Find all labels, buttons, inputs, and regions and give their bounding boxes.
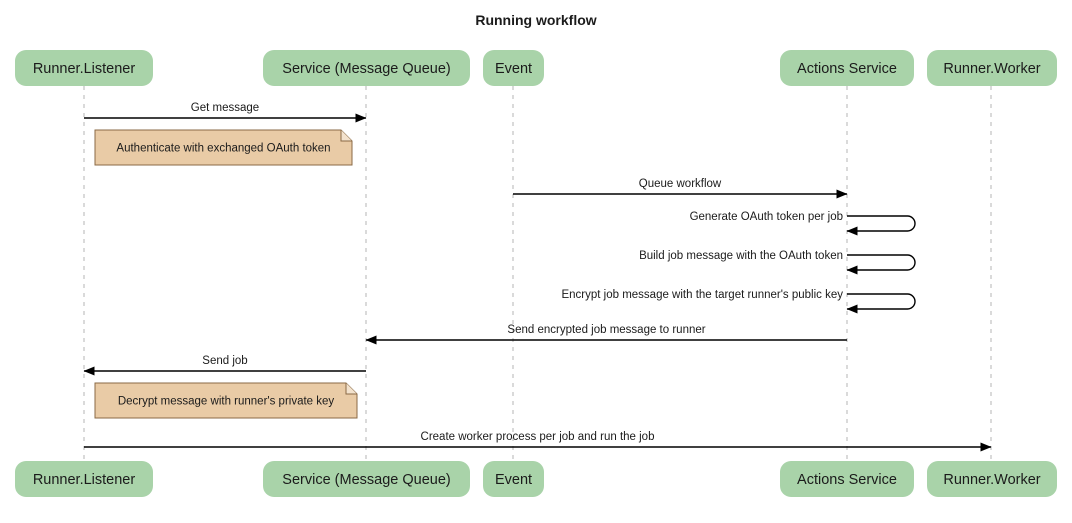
participant-label: Runner.Worker	[943, 472, 1040, 488]
participant-event-bottom[interactable]: Event	[483, 461, 544, 497]
message-label: Send encrypted job message to runner	[507, 324, 705, 336]
self-loop-path	[846, 293, 916, 314]
message-label: Get message	[191, 102, 259, 114]
message-label: Build job message with the OAuth token	[639, 250, 843, 262]
participant-box	[263, 461, 470, 497]
participant-runner-listener-bottom[interactable]: Runner.Listener	[15, 461, 153, 497]
message-create-worker-process[interactable]: Create worker process per job and run th…	[84, 431, 992, 452]
participant-runner-worker-bottom[interactable]: Runner.Worker	[927, 461, 1057, 497]
message-queue-workflow[interactable]: Queue workflow	[513, 178, 848, 199]
note-label: Authenticate with exchanged OAuth token	[116, 143, 330, 155]
participant-box	[780, 50, 914, 86]
participant-box	[927, 50, 1057, 86]
note-label: Decrypt message with runner's private ke…	[118, 396, 335, 408]
self-loop-path	[846, 254, 916, 275]
participant-box	[780, 461, 914, 497]
message-label: Create worker process per job and run th…	[421, 431, 655, 443]
page-title: Running workflow	[475, 12, 596, 28]
participant-runner-worker-top[interactable]: Runner.Worker	[927, 50, 1057, 86]
message-get-message[interactable]: Get message	[84, 102, 367, 123]
participant-service-message-queue-bottom[interactable]: Service (Message Queue)	[263, 461, 470, 497]
participant-box	[263, 50, 470, 86]
participant-box	[15, 461, 153, 497]
participant-label: Service (Message Queue)	[282, 472, 450, 488]
participant-box	[15, 50, 153, 86]
participant-label: Service (Message Queue)	[282, 61, 450, 77]
message-send-encrypted-job-message[interactable]: Send encrypted job message to runner	[365, 324, 847, 345]
note-fold-corner-icon	[340, 130, 352, 142]
note-fold-corner-icon	[345, 383, 357, 395]
message-encrypt-job-message[interactable]: Encrypt job message with the target runn…	[561, 289, 916, 314]
participant-label: Runner.Listener	[33, 472, 136, 488]
participant-actions-service-top[interactable]: Actions Service	[780, 50, 914, 86]
participant-label: Runner.Listener	[33, 61, 136, 77]
self-loop-path	[846, 215, 916, 236]
participant-runner-listener-top[interactable]: Runner.Listener	[15, 50, 153, 86]
message-label: Send job	[202, 355, 247, 367]
participant-label: Actions Service	[797, 61, 897, 77]
note-body	[94, 129, 353, 166]
note-body	[94, 382, 358, 419]
participant-box	[483, 50, 544, 86]
participant-label: Event	[495, 472, 532, 488]
participant-service-message-queue-top[interactable]: Service (Message Queue)	[263, 50, 470, 86]
participant-event-top[interactable]: Event	[483, 50, 544, 86]
participant-label: Runner.Worker	[943, 61, 1040, 77]
participant-label: Actions Service	[797, 472, 897, 488]
participant-box	[927, 461, 1057, 497]
note-authenticate-note: Authenticate with exchanged OAuth token	[94, 129, 353, 166]
notes-layer: Authenticate with exchanged OAuth tokenD…	[94, 129, 358, 419]
message-build-job-message[interactable]: Build job message with the OAuth token	[639, 250, 916, 275]
note-decrypt-note: Decrypt message with runner's private ke…	[94, 382, 358, 419]
message-send-job[interactable]: Send job	[83, 355, 366, 376]
participant-label: Event	[495, 61, 532, 77]
message-label: Generate OAuth token per job	[690, 211, 843, 223]
message-generate-oauth-token-per-job[interactable]: Generate OAuth token per job	[690, 211, 916, 236]
message-label: Queue workflow	[639, 178, 722, 190]
message-label: Encrypt job message with the target runn…	[561, 289, 843, 301]
participant-actions-service-bottom[interactable]: Actions Service	[780, 461, 914, 497]
participant-box	[483, 461, 544, 497]
